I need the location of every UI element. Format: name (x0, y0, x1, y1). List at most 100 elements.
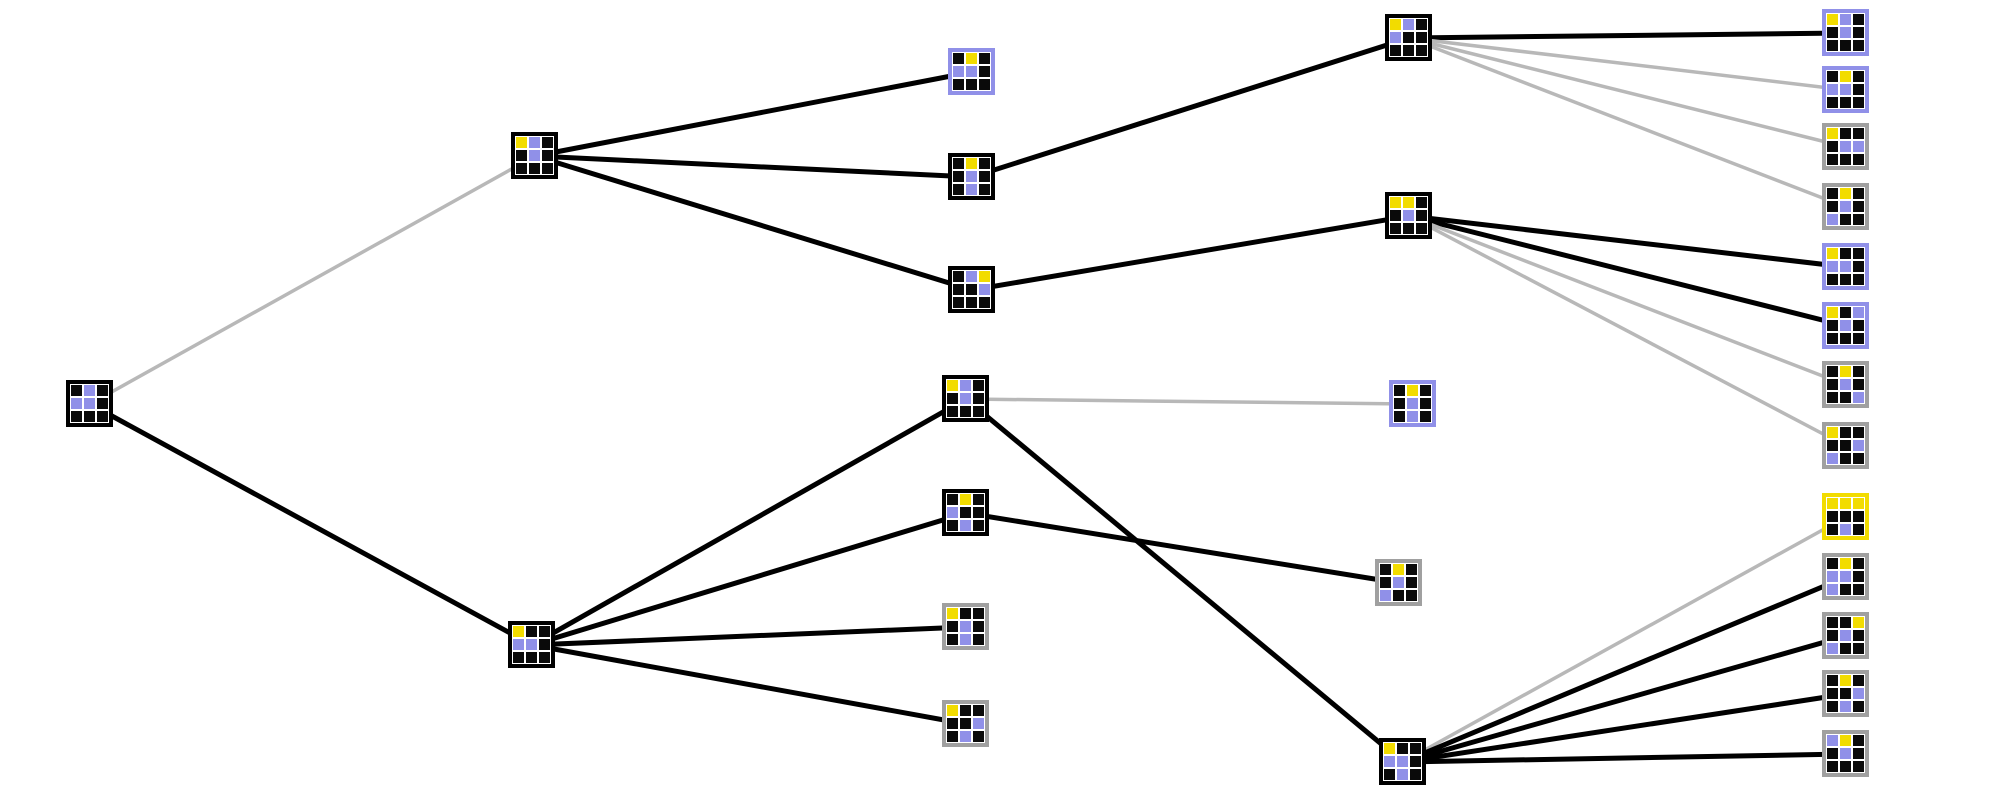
grid-cell-blue (1840, 320, 1851, 331)
grid-cell-blue (1840, 201, 1851, 212)
grid-cell-black (1853, 524, 1864, 535)
tree-edge-m1-r1 (1408, 30, 1847, 41)
grid-cell-blue (1403, 210, 1414, 221)
grid-cell-black (539, 639, 550, 650)
tree-node-r7[interactable] (1822, 361, 1869, 408)
tree-edge-m1-r2 (1408, 36, 1847, 92)
tree-node-c1[interactable] (948, 48, 995, 95)
grid-cell-black (1853, 248, 1864, 259)
grid-cell-black (1853, 14, 1864, 25)
grid-cell-black (1380, 577, 1391, 588)
node-grid (1379, 563, 1418, 602)
grid-cell-blue (1840, 84, 1851, 95)
tree-node-r4[interactable] (1822, 183, 1869, 230)
tree-node-c2[interactable] (948, 153, 995, 200)
tree-node-r5[interactable] (1822, 243, 1869, 290)
grid-cell-black (1394, 385, 1405, 396)
tree-node-r3[interactable] (1822, 123, 1869, 170)
grid-cell-black (1840, 40, 1851, 51)
grid-cell-blue (1407, 398, 1418, 409)
node-grid (1826, 70, 1865, 109)
grid-cell-black (1840, 392, 1851, 403)
tree-node-c3[interactable] (948, 266, 995, 313)
grid-cell-yellow (1390, 197, 1401, 208)
grid-cell-black (1397, 743, 1408, 754)
grid-cell-black (1827, 524, 1838, 535)
grid-cell-black (1853, 453, 1864, 464)
grid-cell-black (1827, 617, 1838, 628)
tree-edge-n2-c7 (531, 642, 967, 727)
tree-node-r13[interactable] (1822, 730, 1869, 777)
tree-node-r8[interactable] (1822, 422, 1869, 469)
grid-cell-blue (84, 385, 95, 396)
grid-cell-black (973, 393, 984, 404)
node-grid (1826, 247, 1865, 286)
tree-node-n1[interactable] (511, 132, 558, 179)
grid-cell-yellow (1384, 743, 1395, 754)
grid-cell-yellow (1840, 366, 1851, 377)
grid-cell-black (953, 171, 964, 182)
tree-node-c4[interactable] (942, 375, 989, 422)
grid-cell-black (966, 284, 977, 295)
grid-cell-yellow (1407, 385, 1418, 396)
grid-cell-black (1416, 197, 1427, 208)
tree-node-m3[interactable] (1389, 380, 1436, 427)
tree-node-r6[interactable] (1822, 302, 1869, 349)
tree-edge-n1-c1 (534, 69, 973, 159)
tree-node-c6[interactable] (942, 603, 989, 650)
grid-cell-blue (960, 380, 971, 391)
tree-node-m4[interactable] (1375, 559, 1422, 606)
grid-cell-black (1840, 440, 1851, 451)
tree-node-m2[interactable] (1385, 192, 1432, 239)
grid-cell-black (542, 150, 553, 161)
node-grid (1826, 365, 1865, 404)
tree-node-r2[interactable] (1822, 66, 1869, 113)
grid-cell-yellow (1840, 558, 1851, 569)
tree-edge-n1-c2 (534, 153, 973, 180)
grid-cell-blue (529, 150, 540, 161)
grid-cell-black (973, 608, 984, 619)
tree-node-m1[interactable] (1385, 14, 1432, 61)
grid-cell-yellow (1827, 427, 1838, 438)
grid-cell-black (960, 406, 971, 417)
grid-cell-black (979, 79, 990, 90)
grid-cell-black (1827, 40, 1838, 51)
grid-cell-blue (1827, 453, 1838, 464)
tree-node-r1[interactable] (1822, 9, 1869, 56)
grid-cell-black (979, 297, 990, 308)
grid-cell-black (1853, 761, 1864, 772)
grid-cell-blue (71, 398, 82, 409)
tree-node-c5[interactable] (942, 489, 989, 536)
grid-cell-blue (953, 66, 964, 77)
grid-cell-black (1403, 223, 1414, 234)
tree-edge-c5-m4 (965, 510, 1400, 586)
tree-edge-n2-c4 (530, 396, 968, 648)
tree-edge-root-n1 (89, 154, 536, 406)
grid-cell-blue (1393, 577, 1404, 588)
tree-node-m5[interactable] (1379, 738, 1426, 785)
grid-cell-black (1853, 40, 1864, 51)
grid-cell-blue (1827, 571, 1838, 582)
tree-node-r9[interactable] (1822, 493, 1869, 540)
tree-node-r10[interactable] (1822, 553, 1869, 600)
tree-node-n2[interactable] (508, 621, 555, 668)
grid-cell-blue (1397, 756, 1408, 767)
grid-cell-black (1416, 210, 1427, 221)
node-grid (70, 384, 109, 423)
grid-cell-black (1853, 427, 1864, 438)
tree-node-c7[interactable] (942, 700, 989, 747)
grid-cell-black (1827, 188, 1838, 199)
grid-cell-yellow (1840, 188, 1851, 199)
grid-cell-black (1853, 630, 1864, 641)
grid-cell-blue (1827, 84, 1838, 95)
tree-node-r12[interactable] (1822, 670, 1869, 717)
grid-cell-blue (1853, 440, 1864, 451)
tree-node-r11[interactable] (1822, 612, 1869, 659)
grid-cell-yellow (1827, 307, 1838, 318)
grid-cell-blue (526, 639, 537, 650)
grid-cell-black (1853, 379, 1864, 390)
grid-cell-black (542, 137, 553, 148)
tree-node-root[interactable] (66, 380, 113, 427)
grid-cell-blue (1840, 571, 1851, 582)
tree-edge-n1-c3 (534, 153, 973, 293)
